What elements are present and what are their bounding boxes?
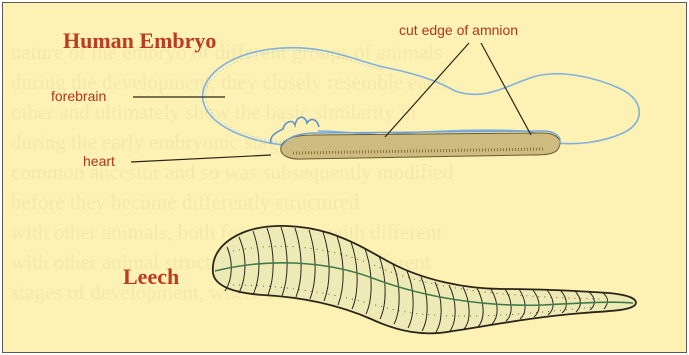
forebrain-label: forebrain xyxy=(51,89,106,103)
amnion-pointer-line-left xyxy=(385,43,469,137)
embryo-body-bar xyxy=(281,133,560,159)
amnion-pointer-line-right xyxy=(481,43,531,135)
leech-drawing xyxy=(213,226,636,333)
human-embryo-title: Human Embryo xyxy=(63,30,216,52)
heart-pointer-line xyxy=(131,155,271,162)
cut-edge-of-amnion-label: cut edge of amnion xyxy=(399,23,518,37)
diagram-drawing xyxy=(3,3,686,352)
leech-body-outline xyxy=(213,226,636,333)
embryo-outline-stipple xyxy=(206,51,383,143)
human-embryo-drawing xyxy=(203,48,640,159)
leech-title: Leech xyxy=(123,266,179,288)
heart-label: heart xyxy=(83,154,115,168)
